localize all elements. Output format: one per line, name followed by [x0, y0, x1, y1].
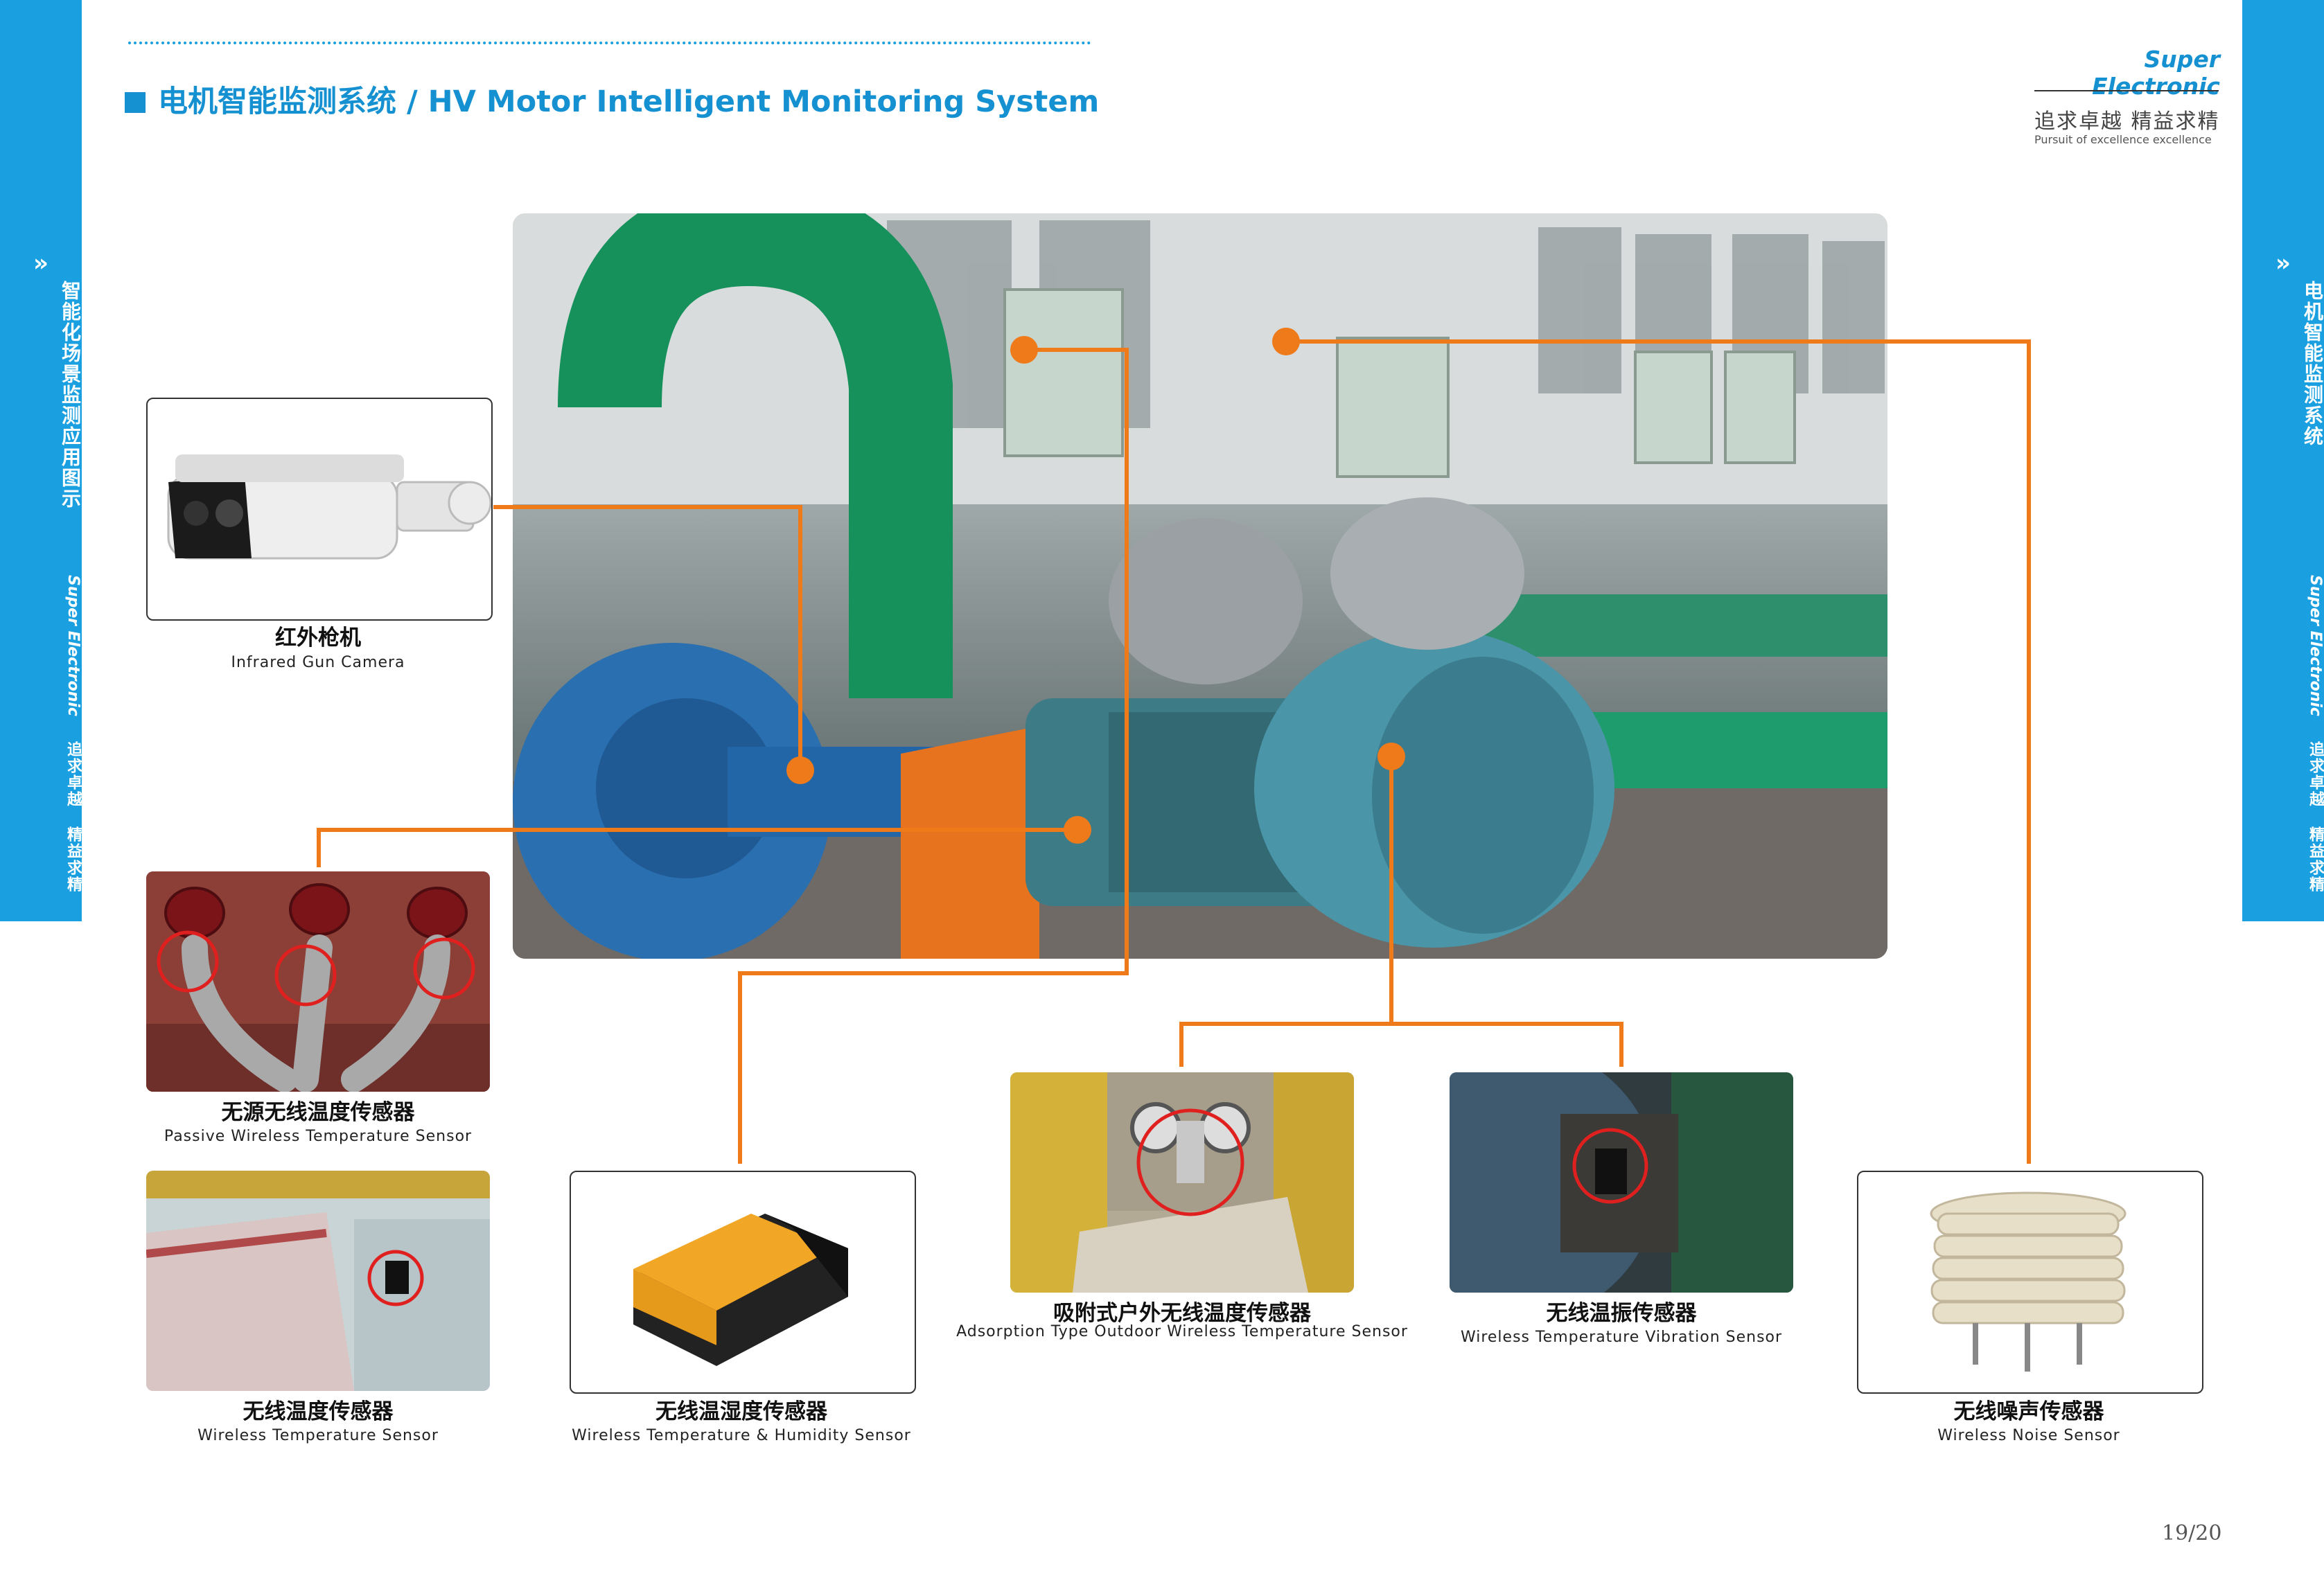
caption-en: Wireless Temperature Vibration Sensor [1460, 1329, 1783, 1346]
chevron-down-icon: » [33, 249, 49, 277]
connector-dot [1272, 328, 1300, 355]
passive-temp-sensor-photo [146, 871, 490, 1092]
left-band-title: 智能化场景监测应用图示 [59, 281, 82, 509]
caption-cn: 无源无线温度传感器 [221, 1100, 415, 1125]
right-side-band: » 电机智能监测系统 Super Electronic 追求卓越 精益求精 [2242, 0, 2324, 921]
right-band-slogan: 追求卓越 精益求精 [2307, 741, 2324, 893]
brand-slogan-en: Pursuit of excellence excellence [2034, 133, 2212, 146]
caption-en: Wireless Temperature & Humidity Sensor [572, 1427, 911, 1444]
noise-sensor-card [1857, 1171, 2203, 1394]
right-band-title: 电机智能监测系统 [2301, 281, 2324, 447]
caption-cn: 无线温度传感器 [243, 1399, 394, 1424]
chevron-down-icon: » [2275, 249, 2291, 277]
header-dotted-rule [128, 42, 1091, 44]
caption-cn: 红外枪机 [275, 626, 361, 650]
passive-sensor-illustration [146, 871, 490, 1092]
wireless-temp-sensor-photo [146, 1171, 490, 1391]
motor-pump-illustration [513, 213, 1887, 959]
page-number: 19/20 [2162, 1521, 2222, 1545]
connector-dot [1010, 336, 1038, 364]
connector-dot [1377, 743, 1405, 770]
brand-logo: Super Electronic [2092, 46, 2220, 100]
temp-humidity-sensor-icon [633, 1214, 848, 1366]
connector-dot [786, 756, 814, 784]
adsorption-sensor-illustration [1010, 1072, 1354, 1293]
caption-en: Adsorption Type Outdoor Wireless Tempera… [956, 1323, 1408, 1340]
motor-pump-photo [513, 213, 1887, 959]
caption-en: Infrared Gun Camera [231, 654, 405, 671]
left-band-brand: Super Electronic [64, 575, 82, 716]
infrared-gun-camera-icon [167, 454, 491, 560]
title-square-icon [125, 92, 146, 113]
temp-humidity-sensor-card [570, 1171, 916, 1394]
caption-cn: 无线噪声传感器 [1953, 1399, 2104, 1424]
caption-cn: 无线温湿度传感器 [655, 1399, 827, 1424]
adsorption-temp-sensor-photo [1010, 1072, 1354, 1293]
vibration-sensor-illustration [1450, 1072, 1793, 1293]
wireless-temp-illustration [146, 1171, 490, 1391]
page-title: 电机智能监测系统 / HV Motor Intelligent Monitori… [125, 78, 1099, 121]
left-side-band: » 智能化场景监测应用图示 Super Electronic 追求卓越 精益求精 [0, 0, 82, 921]
page-title-text: 电机智能监测系统 / HV Motor Intelligent Monitori… [158, 85, 1100, 119]
brand-rule [2034, 90, 2219, 91]
caption-en: Wireless Noise Sensor [1937, 1427, 2120, 1444]
noise-sensor-icon [1930, 1191, 2127, 1372]
right-band-brand: Super Electronic [2307, 575, 2324, 716]
caption-en: Wireless Temperature Sensor [197, 1427, 439, 1444]
infrared-camera-card [146, 398, 493, 621]
left-band-slogan: 追求卓越 精益求精 [64, 741, 82, 893]
caption-cn: 无线温振传感器 [1546, 1301, 1697, 1326]
temp-vibration-sensor-photo [1450, 1072, 1793, 1293]
brand-slogan: 追求卓越 精益求精 [2034, 109, 2220, 134]
connector-dot [1064, 816, 1091, 844]
caption-cn: 吸附式户外无线温度传感器 [1053, 1301, 1311, 1326]
caption-en: Passive Wireless Temperature Sensor [164, 1128, 473, 1145]
